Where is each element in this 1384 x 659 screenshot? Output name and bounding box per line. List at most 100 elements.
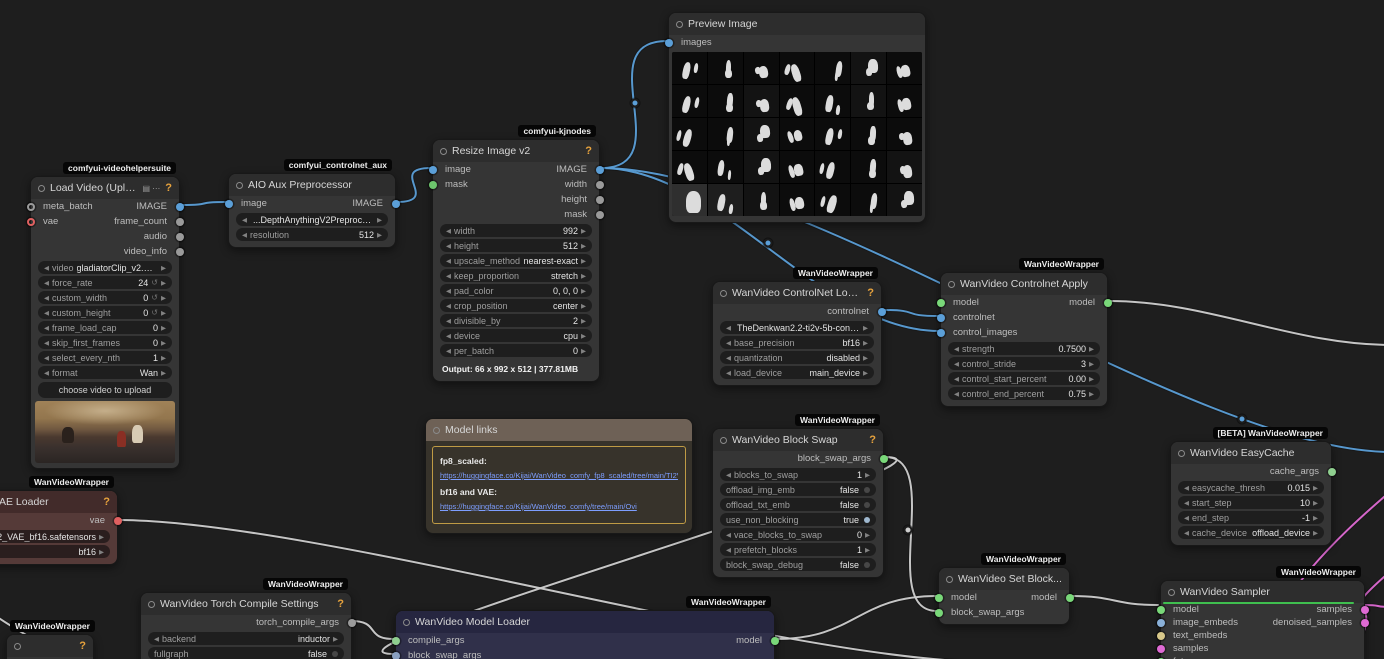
width-out-socket[interactable] <box>595 180 604 189</box>
increment-icon[interactable]: ▶ <box>863 324 868 332</box>
mask-in-socket[interactable] <box>428 180 437 189</box>
increment-icon[interactable]: ▶ <box>377 216 382 224</box>
decrement-icon[interactable]: ◀ <box>242 216 247 224</box>
node-header[interactable]: WanVideo Block Swap? <box>713 429 883 451</box>
decrement-icon[interactable]: ◀ <box>44 369 49 377</box>
decrement-icon[interactable]: ◀ <box>44 354 49 362</box>
increment-icon[interactable]: ▶ <box>161 339 166 347</box>
decrement-icon[interactable]: ◀ <box>954 390 959 398</box>
IMAGE-out-socket[interactable] <box>175 202 184 211</box>
vae-out-socket[interactable] <box>113 516 122 525</box>
widget-bf16[interactable]: ◀bf16▶ <box>0 545 110 558</box>
node-wanvideo-partial[interactable]: WanVideoWrapper? <box>6 620 95 659</box>
increment-icon[interactable]: ▶ <box>581 272 586 280</box>
node-header[interactable]: Model links <box>426 419 692 441</box>
decrement-icon[interactable]: ◀ <box>446 257 451 265</box>
increment-icon[interactable]: ▶ <box>161 294 166 302</box>
text_embeds-in-socket[interactable] <box>1156 631 1165 640</box>
vae-in-socket[interactable] <box>26 217 35 226</box>
collapse-icon[interactable] <box>148 600 155 608</box>
decrement-icon[interactable]: ◀ <box>1184 484 1189 492</box>
block_swap_args-in-socket[interactable] <box>391 651 400 659</box>
node-header[interactable]: WanVideo Model Loader <box>396 611 774 633</box>
model-link[interactable]: https://huggingface.co/Kijai/WanVideo_co… <box>440 502 637 511</box>
increment-icon[interactable]: ▶ <box>863 354 868 362</box>
increment-icon[interactable]: ▶ <box>1089 360 1094 368</box>
decrement-icon[interactable]: ◀ <box>446 317 451 325</box>
help-icon[interactable]: ? <box>165 182 172 194</box>
decrement-icon[interactable]: ◀ <box>446 242 451 250</box>
node-header[interactable]: ? <box>7 635 93 657</box>
samples-in-socket[interactable] <box>1156 644 1165 653</box>
frame_count-out-socket[interactable] <box>175 217 184 226</box>
increment-icon[interactable]: ▶ <box>863 339 868 347</box>
block_swap_args-in-socket[interactable] <box>934 608 943 617</box>
IMAGE-out-socket[interactable] <box>391 199 400 208</box>
reroute-dot[interactable] <box>903 525 913 535</box>
collapse-icon[interactable] <box>14 642 21 650</box>
reroute-dot[interactable] <box>763 238 773 248</box>
help-icon[interactable]: ? <box>585 145 592 157</box>
node-header[interactable]: WanVideo ControlNet Loader? <box>713 282 881 304</box>
decrement-icon[interactable]: ◀ <box>44 294 49 302</box>
reroute-dot[interactable] <box>630 98 640 108</box>
increment-icon[interactable]: ▶ <box>581 227 586 235</box>
reroute-dot[interactable] <box>1237 414 1247 424</box>
collapse-icon[interactable] <box>403 618 410 626</box>
increment-icon[interactable]: ▶ <box>161 324 166 332</box>
decrement-icon[interactable]: ◀ <box>1184 514 1189 522</box>
decrement-icon[interactable]: ◀ <box>726 531 731 539</box>
collapse-icon[interactable] <box>433 426 440 434</box>
decrement-icon[interactable]: ◀ <box>446 287 451 295</box>
increment-icon[interactable]: ▶ <box>161 309 166 317</box>
decrement-icon[interactable]: ◀ <box>726 339 731 347</box>
node-header[interactable]: Load Video (Upload)▤ ⋯? <box>31 177 179 199</box>
meta_batch-in-socket[interactable] <box>26 202 35 211</box>
controlnet-out-socket[interactable] <box>877 307 886 316</box>
increment-icon[interactable]: ▶ <box>377 231 382 239</box>
decrement-icon[interactable]: ◀ <box>44 339 49 347</box>
decrement-icon[interactable]: ◀ <box>954 375 959 383</box>
collapse-icon[interactable] <box>236 181 243 189</box>
increment-icon[interactable]: ▶ <box>1089 375 1094 383</box>
model-in-socket[interactable] <box>934 593 943 602</box>
node-header[interactable]: WanVideo Controlnet Apply <box>941 273 1107 295</box>
help-icon[interactable]: ? <box>79 640 86 652</box>
compile_args-in-socket[interactable] <box>391 636 400 645</box>
increment-icon[interactable]: ▶ <box>865 531 870 539</box>
model-in-socket[interactable] <box>1156 605 1165 614</box>
decrement-icon[interactable]: ◀ <box>154 635 159 643</box>
help-icon[interactable]: ? <box>869 434 876 446</box>
increment-icon[interactable]: ▶ <box>99 548 104 556</box>
widget-end_step[interactable]: ◀end_step-1▶ <box>1178 511 1324 524</box>
decrement-icon[interactable]: ◀ <box>726 546 731 554</box>
node-header[interactable]: WanVideo VAE Loader? <box>0 491 117 513</box>
increment-icon[interactable]: ▶ <box>581 242 586 250</box>
images-in-socket[interactable] <box>664 38 673 47</box>
